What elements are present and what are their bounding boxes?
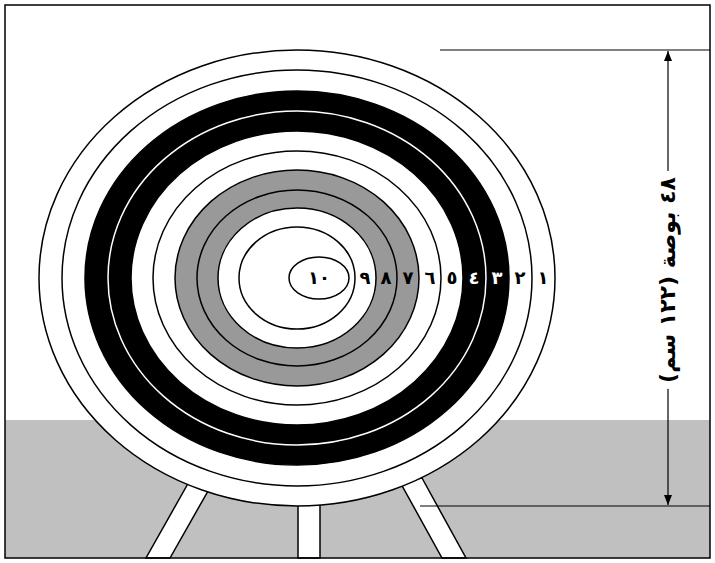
ring-score: ٢: [515, 269, 526, 287]
frame: [5, 5, 710, 558]
ring-score: ٦: [425, 269, 436, 287]
ring-score: ٥: [447, 269, 458, 287]
ring-score: ١٠: [308, 269, 330, 287]
ring-score: ٨: [381, 269, 392, 287]
ring-score: ١: [538, 269, 549, 287]
ring-score: ٣: [492, 269, 503, 287]
ring-score: ٩: [360, 269, 371, 287]
ring-score: ٧: [403, 269, 414, 287]
ring-score: ٤: [469, 269, 480, 287]
dimension: [420, 50, 710, 506]
dimension-label: ٤٨ بوصة (١٢٢ سم): [654, 171, 682, 389]
target-rings: [39, 50, 555, 506]
